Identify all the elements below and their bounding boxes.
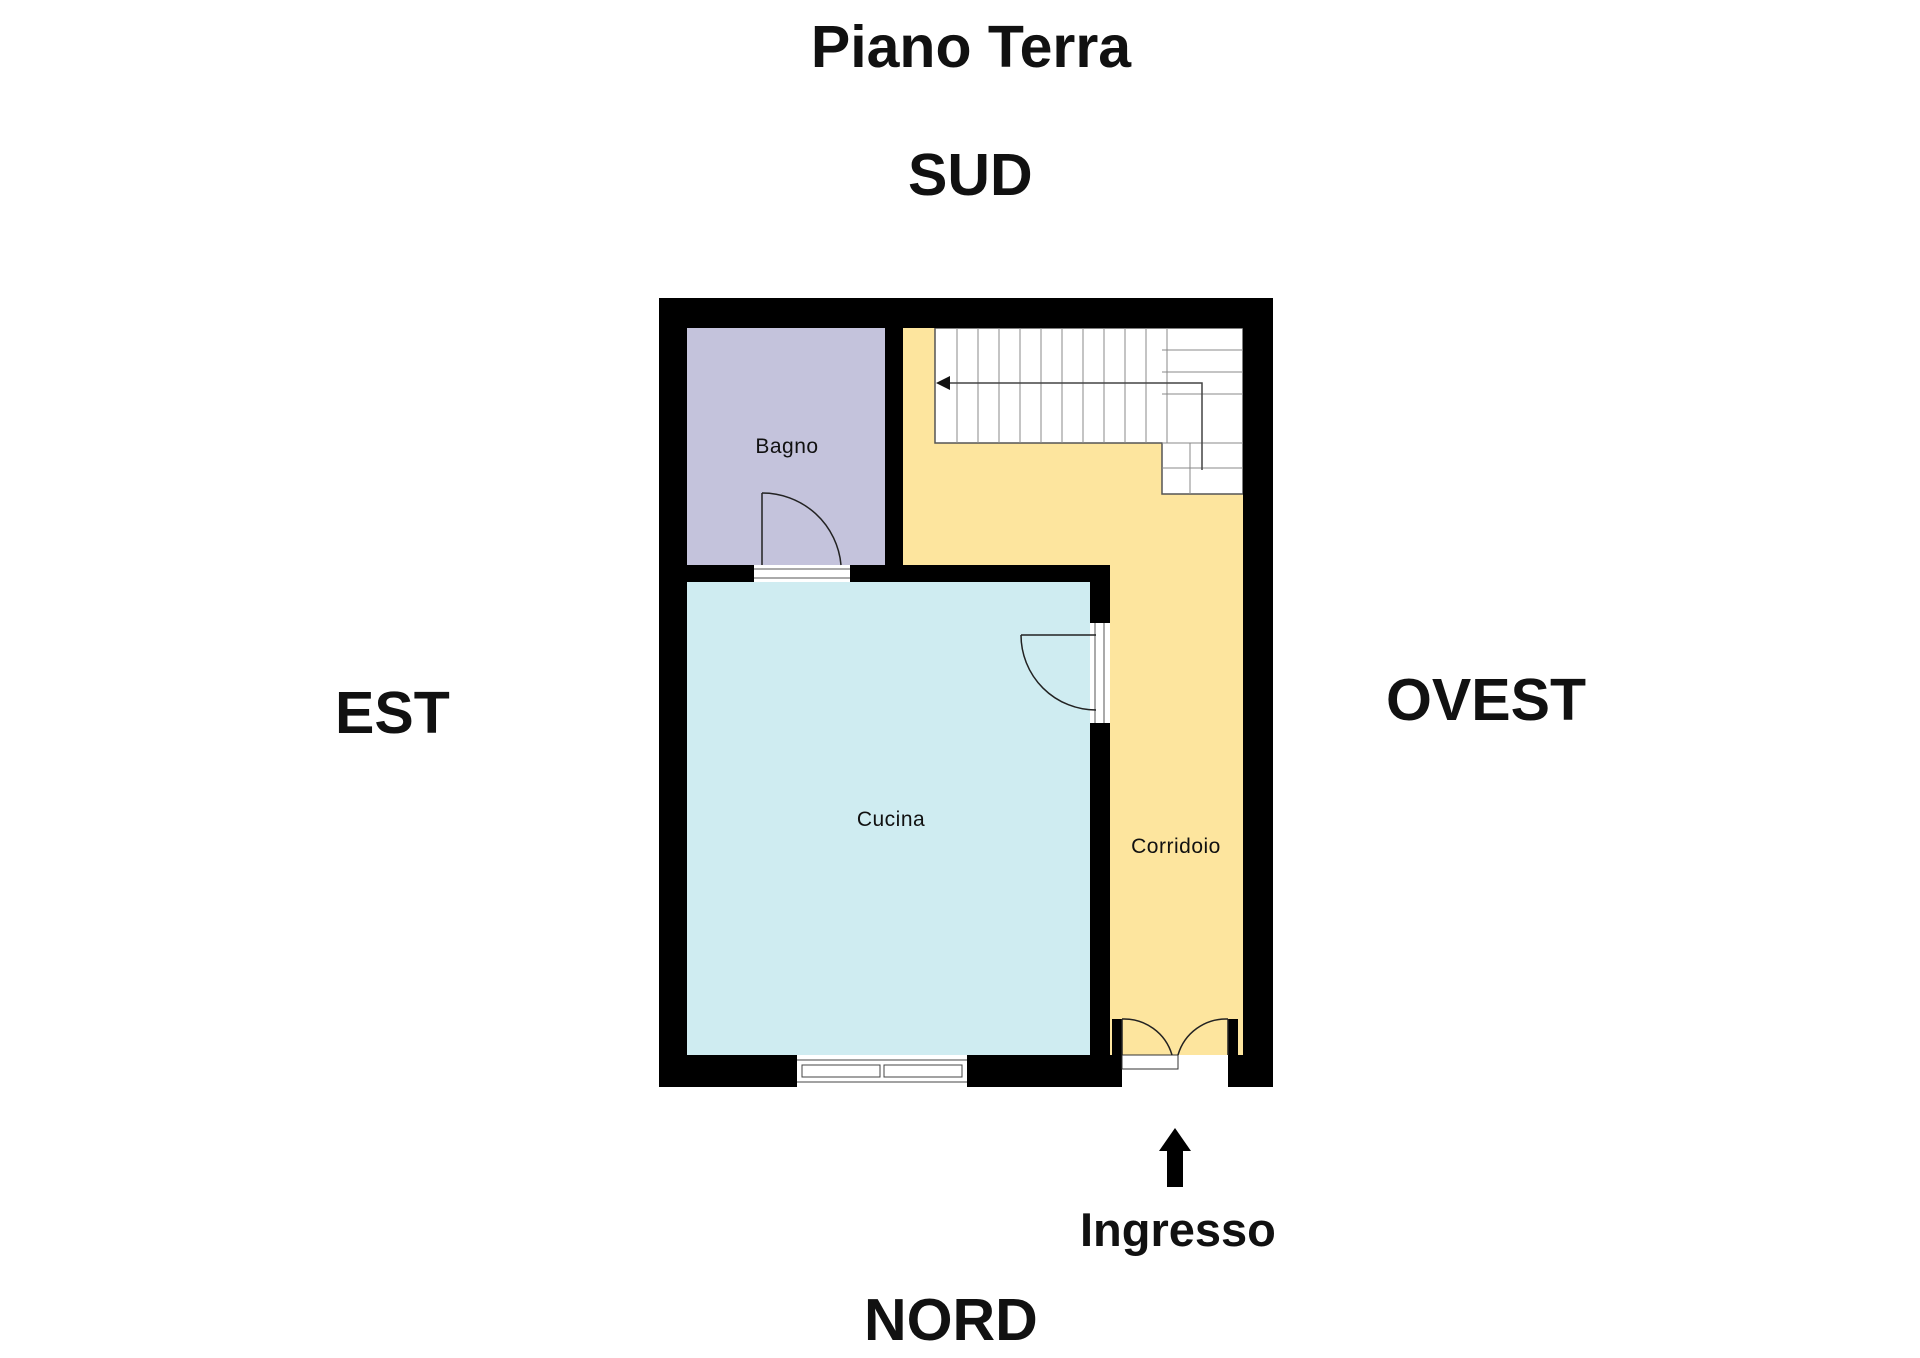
direction-west-label: OVEST bbox=[1386, 667, 1586, 733]
direction-north-label: NORD bbox=[864, 1287, 1038, 1353]
direction-east-label: EST bbox=[335, 680, 450, 746]
arrow-up-icon bbox=[1159, 1128, 1191, 1187]
room-cucina bbox=[687, 582, 1090, 1055]
room-label-bagno: Bagno bbox=[755, 435, 818, 458]
room-corridoio bbox=[903, 328, 1243, 1055]
stairs-direction-arrow-icon bbox=[936, 376, 950, 390]
walls bbox=[659, 298, 1273, 1087]
room-label-corridoio: Corridoio bbox=[1131, 835, 1221, 858]
room-label-cucina: Cucina bbox=[857, 808, 925, 831]
entrance-label: Ingresso bbox=[1080, 1203, 1276, 1256]
direction-south-label: SUD bbox=[908, 142, 1033, 208]
plan-title: Piano Terra bbox=[810, 14, 1132, 80]
bathroom-door[interactable] bbox=[754, 492, 850, 582]
kitchen-door[interactable] bbox=[1020, 623, 1110, 723]
kitchen-window bbox=[797, 1055, 967, 1087]
room-bagno bbox=[687, 328, 885, 565]
entrance-door[interactable] bbox=[1121, 1018, 1229, 1087]
